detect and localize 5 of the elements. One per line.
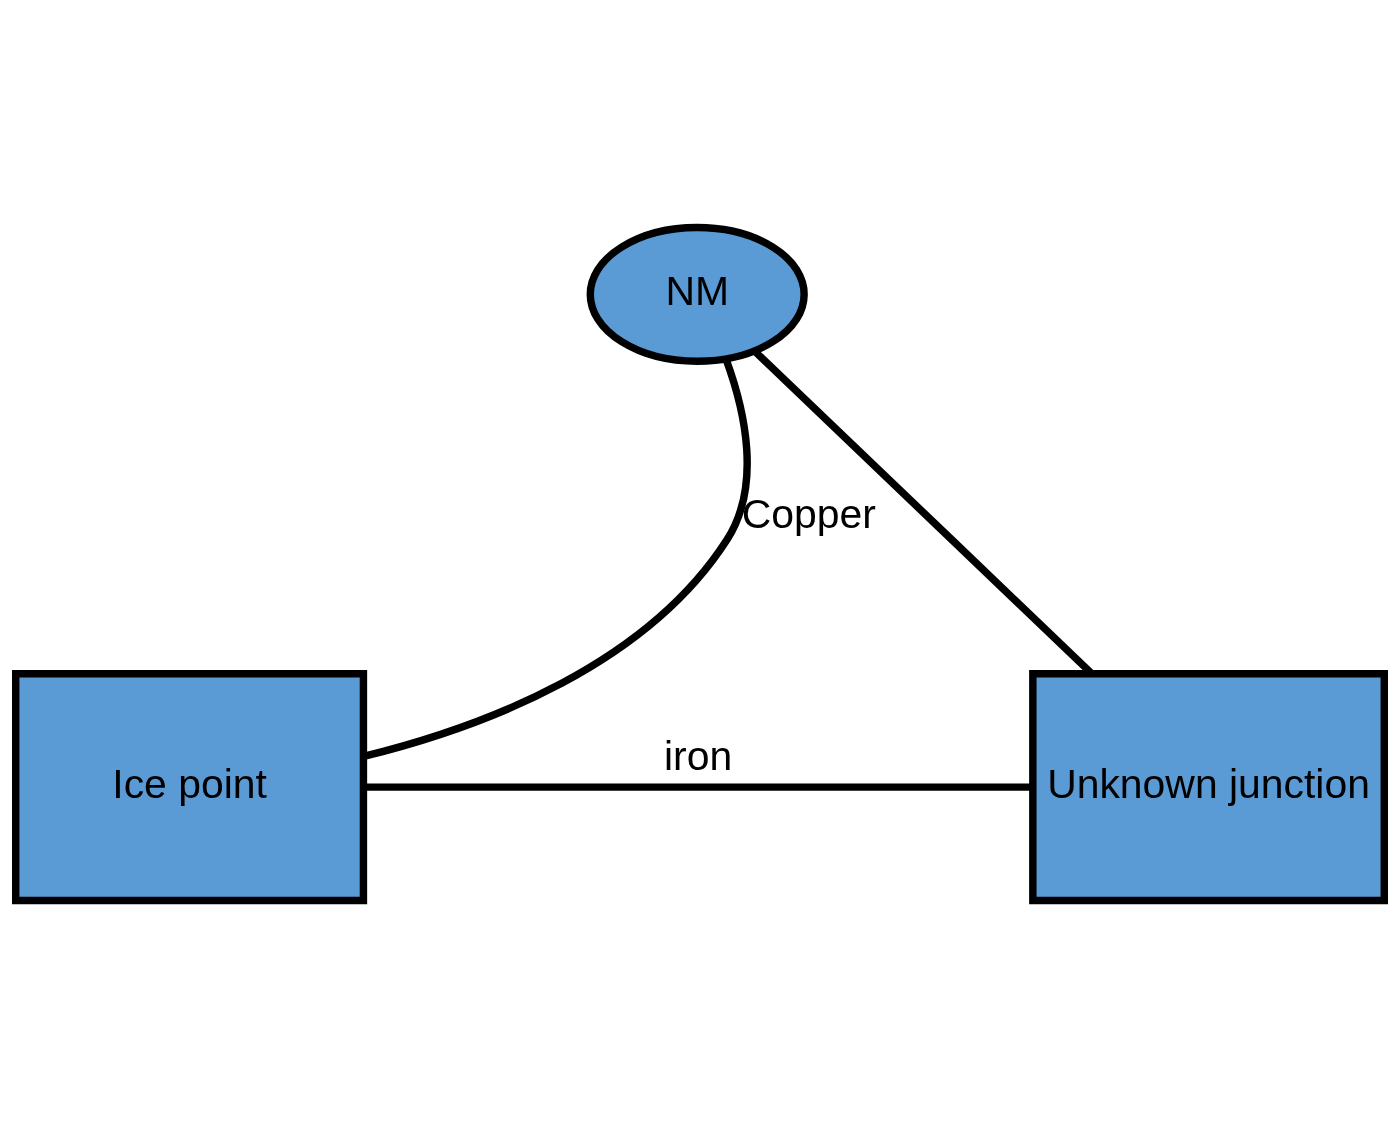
edge-label: Copper [741,490,876,537]
node-box: Ice point [12,670,368,905]
node-box: Unknown junction [1029,670,1388,905]
node-ellipse: NM [586,223,808,366]
edge-label: iron [664,732,733,779]
